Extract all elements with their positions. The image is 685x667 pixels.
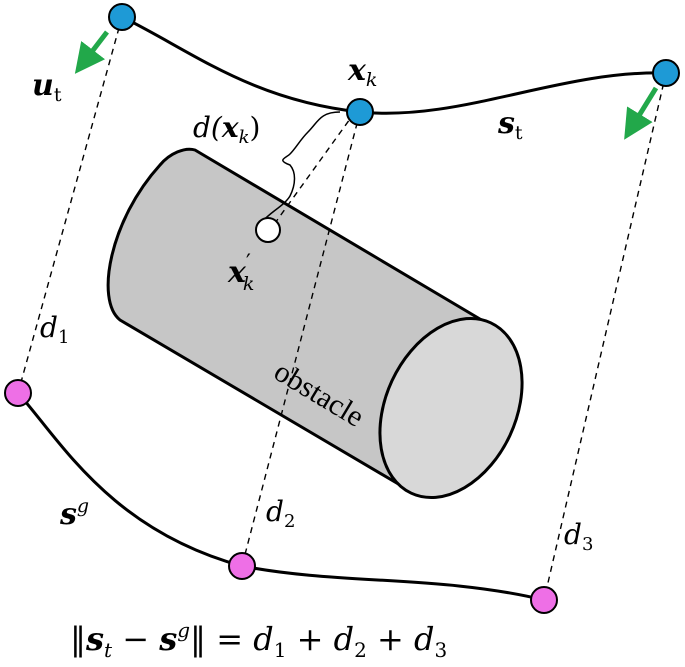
label-s-g: sg (59, 495, 89, 532)
goal-node-2 (228, 552, 256, 580)
distance-brace (261, 111, 341, 223)
projection-node-xk-prime (255, 217, 281, 243)
obstacle-cap (378, 316, 524, 500)
green-arrow-icon (74, 30, 109, 74)
green-arrow-icon (624, 86, 659, 140)
goal-node-3 (530, 586, 558, 614)
label-x-k-prime: x′k (227, 251, 254, 295)
dashed-lines (17, 16, 667, 601)
current-node-end (652, 59, 680, 87)
dashed-line-d2 (241, 111, 361, 567)
goal-node-1 (4, 379, 32, 407)
dashed-line-projection (269, 111, 356, 231)
label-d3: d3 (564, 518, 593, 555)
current-trajectory (121, 15, 667, 115)
obstacle: obstacle (106, 147, 524, 500)
label-d2: d2 (266, 495, 295, 532)
label-d1: d1 (40, 311, 69, 348)
current-node-xk (346, 98, 374, 126)
label-d-xk: d(xk) (193, 111, 260, 148)
dashed-line-d3 (543, 72, 667, 601)
label-s-t: st (497, 106, 523, 144)
formula: ‖st − sg‖ = d1 + d2 + d3 (70, 618, 447, 662)
current-node-start (108, 3, 136, 31)
label-u-t: ut (32, 68, 62, 106)
label-x-k: xk (347, 53, 377, 91)
